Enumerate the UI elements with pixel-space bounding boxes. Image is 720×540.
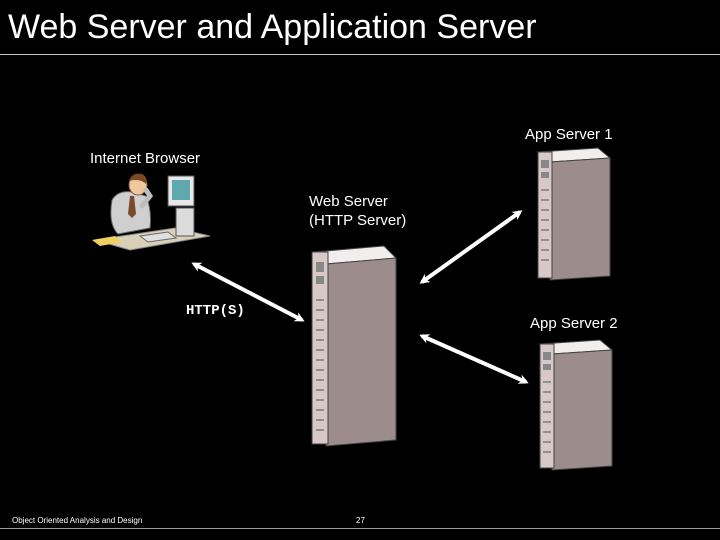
footer-divider — [0, 528, 720, 529]
webserver-appserver1-arrow — [419, 210, 523, 284]
title-divider — [0, 54, 720, 55]
user-at-computer-icon — [92, 173, 211, 251]
app-server-1-icon — [536, 147, 612, 281]
course-footer: Object Oriented Analysis and Design — [12, 516, 143, 525]
protocol-label: HTTP(S) — [186, 303, 245, 319]
app-server-1-label: App Server 1 — [525, 126, 613, 143]
page-number: 27 — [356, 516, 365, 525]
slide-title: Web Server and Application Server — [8, 8, 537, 46]
web-server-sublabel: (HTTP Server) — [309, 212, 407, 229]
browser-webserver-arrow — [191, 262, 305, 322]
app-server-2-icon — [538, 339, 614, 471]
web-server-icon — [311, 245, 398, 447]
app-server-2-label: App Server 2 — [530, 315, 618, 332]
internet-browser-label: Internet Browser — [90, 150, 201, 167]
webserver-appserver2-arrow — [419, 334, 529, 384]
web-server-label: Web Server — [309, 193, 388, 210]
